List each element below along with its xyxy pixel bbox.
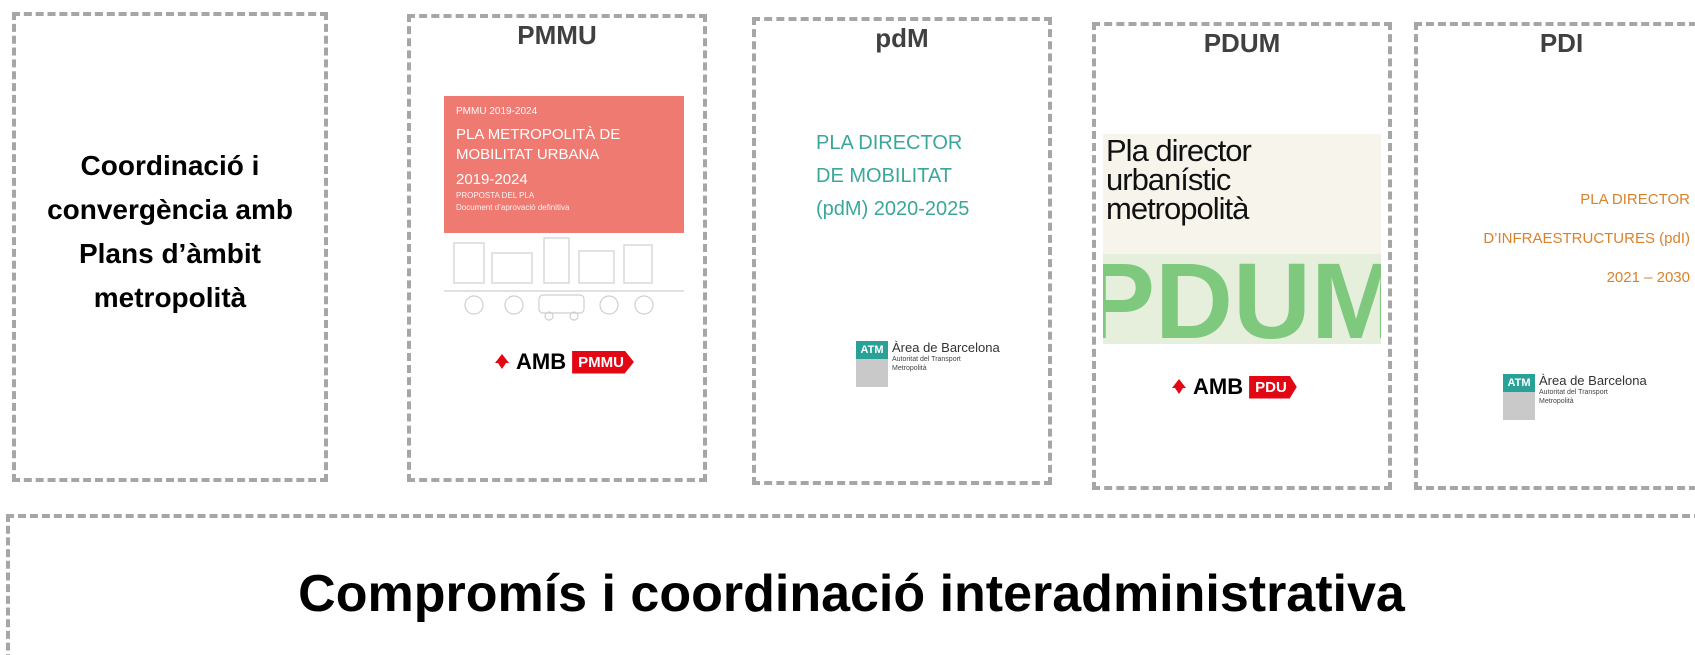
pdm-cover-line: PLA DIRECTOR: [816, 132, 963, 154]
amb-logo-icon: [1171, 379, 1187, 395]
atm-logo-icon: ATM: [1503, 374, 1535, 420]
pdi-cover-line: D’INFRAESTRUCTURES (pdI): [1483, 230, 1690, 247]
pmmu-badge: PMMU: [572, 350, 634, 374]
pmmu-cover-title-2: MOBILITAT URBANA: [456, 146, 600, 163]
pdum-cover-title: Pla director urbanístic metropolità: [1106, 134, 1252, 226]
plan-title-pdum: PDUM: [1203, 28, 1281, 58]
pmmu-cover-proposal: PROPOSTA DEL PLA: [456, 191, 535, 200]
atm-logo: ATM Àrea de Barcelona Autoritat del Tran…: [856, 341, 1000, 387]
pdum-cover-line: urbanístic: [1106, 162, 1231, 197]
plan-title-pmmu: PMMU: [517, 20, 597, 50]
atm-logo-icon: ATM: [856, 341, 888, 387]
pmmu-cover-band: PMMU 2019-2024 PLA METROPOLITÀ DE MOBILI…: [444, 96, 684, 233]
plan-box-pdi: PDI PLA DIRECTOR D’INFRAESTRUCTURES (pdI…: [1414, 22, 1695, 490]
atm-sub: Metropolità: [892, 365, 927, 372]
plan-title-pdi: PDI: [1539, 28, 1584, 58]
amb-logo-text: AMB: [1193, 374, 1244, 399]
amb-pdu-logo: AMB PDU: [1171, 371, 1297, 403]
commitment-box: Compromís i coordinació interadministrat…: [6, 514, 1695, 655]
pdm-cover-line: DE MOBILITAT: [816, 165, 952, 187]
amb-logo-text: AMB: [516, 349, 567, 374]
svg-text:PDUM: PDUM: [1103, 254, 1381, 344]
city-sketch-icon: [444, 237, 684, 321]
pdum-cover-line: metropolità: [1106, 191, 1249, 226]
pdum-big-lettering: PDUM: [1103, 254, 1381, 344]
pdm-cover-title: PLA DIRECTOR DE MOBILITAT (pdM) 2020-202…: [816, 127, 969, 226]
atm-name: Àrea de Barcelona: [1539, 373, 1647, 388]
commitment-text: Compromís i coordinació interadministrat…: [298, 565, 1405, 623]
atm-sub: Autoritat del Transport: [892, 356, 961, 363]
amb-logo-icon: [494, 354, 510, 370]
atm-name: Àrea de Barcelona: [892, 340, 1000, 355]
pdi-cover-line: 2021 – 2030: [1606, 269, 1690, 286]
coordination-text: Coordinació i convergència amb Plans d’à…: [26, 144, 314, 320]
pdi-cover-line: PLA DIRECTOR: [1580, 191, 1690, 208]
amb-pmmu-logo: AMB PMMU: [494, 346, 634, 378]
pmmu-cover-small: PMMU 2019-2024: [456, 106, 538, 117]
pdu-badge: PDU: [1249, 375, 1297, 399]
pmmu-cover-years: 2019-2024: [456, 171, 528, 188]
pdm-cover-line: (pdM) 2020-2025: [816, 198, 970, 220]
pdum-cover: Pla director urbanístic metropolità PDUM: [1103, 134, 1381, 344]
pmmu-cover: PMMU 2019-2024 PLA METROPOLITÀ DE MOBILI…: [444, 96, 684, 386]
atm-sub: Autoritat del Transport: [1539, 389, 1608, 396]
coordination-box: Coordinació i convergència amb Plans d’à…: [12, 12, 328, 482]
pmmu-cover-doc: Document d’aprovació definitiva: [456, 203, 570, 212]
coordination-line: convergència amb: [47, 194, 293, 225]
plan-box-pmmu: PMMU PMMU 2019-2024 PLA METROPOLITÀ DE M…: [407, 14, 707, 482]
atm-logo: ATM Àrea de Barcelona Autoritat del Tran…: [1503, 374, 1647, 420]
pdum-cover-line: Pla director: [1106, 134, 1252, 168]
plan-title-pdm: pdM: [875, 23, 929, 53]
coordination-line: Plans d’àmbit: [78, 238, 262, 269]
pmmu-cover-title-1: PLA METROPOLITÀ DE: [456, 126, 621, 143]
coordination-line: metropolità: [93, 282, 247, 313]
pdi-cover-title: PLA DIRECTOR D’INFRAESTRUCTURES (pdI) 20…: [1483, 191, 1690, 286]
plan-box-pdm: pdM PLA DIRECTOR DE MOBILITAT (pdM) 2020…: [752, 17, 1052, 485]
atm-sub: Metropolità: [1539, 398, 1574, 405]
plan-box-pdum: PDUM Pla director urbanístic metropolità…: [1092, 22, 1392, 490]
coordination-line: Coordinació i: [80, 150, 260, 181]
